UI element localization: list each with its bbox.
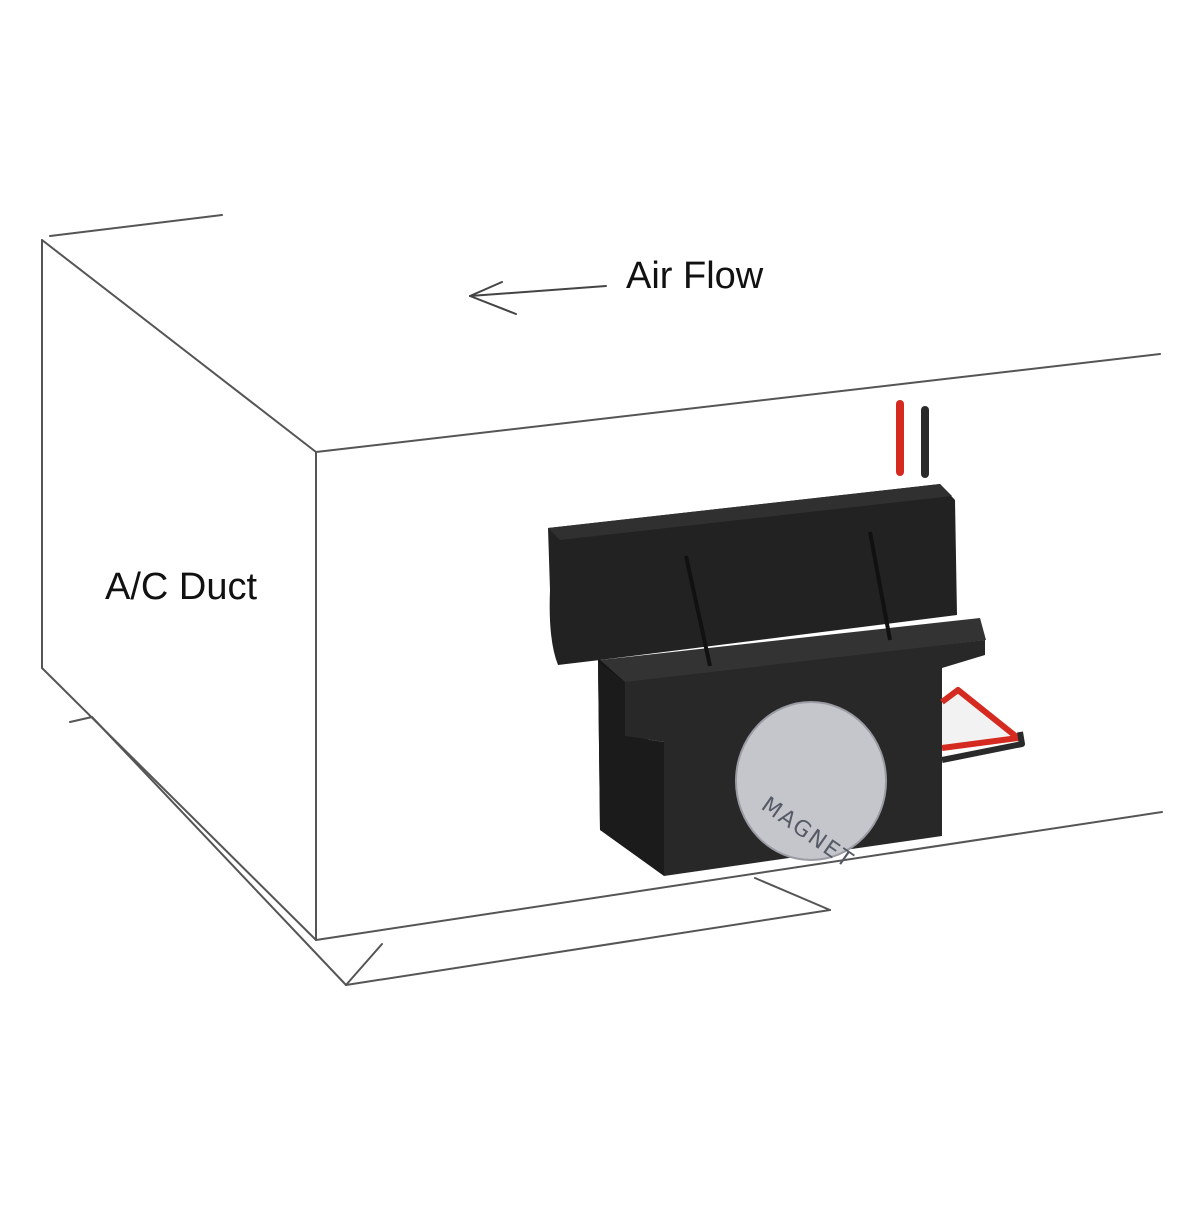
floor-notch [345, 943, 383, 986]
device-front-left-face [598, 662, 664, 876]
wire-loop-red [940, 687, 1021, 751]
arrow-left-icon [469, 281, 607, 315]
duct-floor-cutaway [69, 715, 831, 986]
device-ridge-right [868, 531, 892, 641]
wire-loop-black [941, 731, 1025, 763]
air-flow-label: Air Flow [626, 255, 764, 297]
duct-top-left-edge [49, 214, 223, 237]
device-rear-top-face [548, 484, 952, 540]
floor-line-front [345, 909, 831, 986]
sensor-device: MAGNET [548, 400, 1025, 876]
duct-bottom-diagonal-edge [41, 667, 317, 941]
magnet-disc [735, 701, 887, 861]
duct-bottom-front-edge [315, 811, 1163, 941]
floor-line-left [69, 715, 347, 986]
floor-line-right [754, 877, 831, 911]
device-ridge-left [684, 555, 712, 667]
duct-top-diagonal-edge [41, 239, 317, 453]
duct-top-front-edge [315, 353, 1161, 453]
duct-label: A/C Duct [105, 566, 257, 608]
duct-outline [41, 214, 1163, 941]
